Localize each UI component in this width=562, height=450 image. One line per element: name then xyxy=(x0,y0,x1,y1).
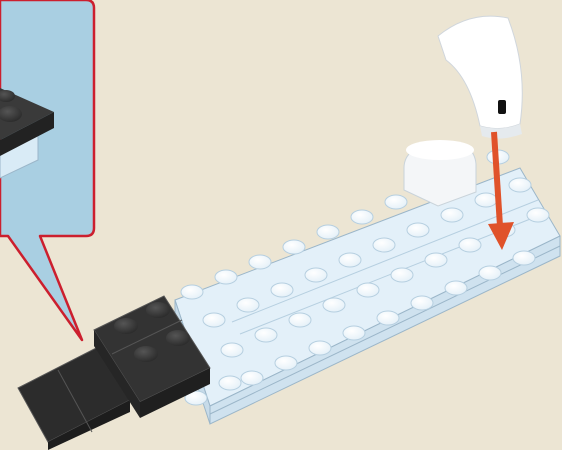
light-stud xyxy=(289,313,311,327)
light-stud xyxy=(219,376,241,390)
light-stud xyxy=(221,343,243,357)
light-stud xyxy=(357,283,379,297)
light-stud xyxy=(241,371,263,385)
light-stud xyxy=(445,281,467,295)
dark-stud xyxy=(134,346,158,362)
light-stud xyxy=(411,296,433,310)
light-stud xyxy=(309,341,331,355)
light-stud xyxy=(323,298,345,312)
light-stud xyxy=(391,268,413,282)
light-stud xyxy=(339,253,361,267)
light-stud xyxy=(203,313,225,327)
light-stud xyxy=(459,238,481,252)
light-stud xyxy=(343,326,365,340)
light-stud xyxy=(317,225,339,239)
light-stud xyxy=(475,193,497,207)
light-stud xyxy=(215,270,237,284)
light-stud xyxy=(509,178,531,192)
dark-stud xyxy=(166,330,190,346)
light-stud xyxy=(407,223,429,237)
light-stud xyxy=(249,255,271,269)
light-stud xyxy=(181,285,203,299)
light-stud xyxy=(255,328,277,342)
light-stud xyxy=(237,298,259,312)
light-stud xyxy=(527,208,549,222)
light-stud xyxy=(271,283,293,297)
dark-stud xyxy=(114,318,138,334)
slope-pin-hole xyxy=(498,100,506,114)
dark-stud xyxy=(146,302,170,318)
light-stud xyxy=(513,251,535,265)
light-stud xyxy=(377,311,399,325)
light-stud xyxy=(385,195,407,209)
light-stud xyxy=(373,238,395,252)
light-stud xyxy=(275,356,297,370)
light-stud xyxy=(425,253,447,267)
light-stud xyxy=(479,266,501,280)
light-stud xyxy=(305,268,327,282)
light-stud xyxy=(351,210,373,224)
light-stud xyxy=(441,208,463,222)
light-stud xyxy=(283,240,305,254)
